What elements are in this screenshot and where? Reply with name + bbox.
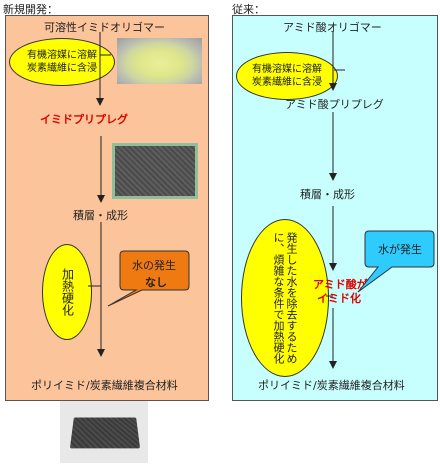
right-imidization-label: アミド酸が イミド化 (313, 278, 368, 306)
powder-photo (117, 38, 202, 84)
right-cure-ellipse: 発生した水を除去するために、煩雑な条件で加熱硬化 (241, 219, 329, 377)
right-imidization-line1: アミド酸が (313, 278, 368, 291)
right-water-callout-text: 水が発生 (378, 243, 422, 256)
left-product-label: ポリイミド/炭素繊維複合材料 (31, 379, 178, 392)
left-dissolve-line2: 炭素繊維に含浸 (27, 63, 97, 74)
right-dissolve-line1: 有機溶媒に溶解 (252, 64, 322, 75)
right-prepreg-label: アミド酸プリプレグ (285, 98, 384, 111)
left-water-callout-line1: 水の発生 (132, 259, 176, 272)
right-dissolve-line2: 炭素繊維に含浸 (252, 77, 322, 88)
right-imidization-line2: イミド化 (317, 292, 361, 305)
right-dissolve-ellipse: 有機溶媒に溶解 炭素繊維に含浸 (236, 52, 338, 100)
left-dissolve-line1: 有機溶媒に溶解 (27, 50, 97, 61)
header-conventional: 従来： (232, 3, 265, 16)
left-water-callout-line2: なし (145, 276, 167, 289)
left-cure-ellipse: 加熱硬化 (42, 244, 92, 340)
conventional-process-panel: アミド酸オリゴマー 有機溶媒に溶解 炭素繊維に含浸 アミド酸プリプレグ 積層・成… (232, 15, 438, 401)
right-water-callout-shape (357, 230, 435, 293)
right-cure-text: 発生した水を除去するために、煩雑な条件で加熱硬化 (272, 232, 298, 364)
header-new-development: 新規開発： (3, 3, 58, 16)
left-water-callout-shape (107, 250, 190, 307)
left-lamination-label: 積層・成形 (73, 209, 128, 222)
left-cure-text: 加熱硬化 (60, 268, 75, 316)
composite-panel-photo (60, 401, 148, 463)
right-title: アミド酸オリゴマー (283, 21, 382, 34)
left-prepreg-label: イミドプリプレグ (40, 113, 128, 126)
left-title: 可溶性イミドオリゴマー (44, 21, 165, 34)
prepreg-photo (112, 143, 198, 199)
left-dissolve-ellipse: 有機溶媒に溶解 炭素繊維に含浸 (9, 38, 115, 86)
right-product-label: ポリイミド/炭素繊維複合材料 (258, 379, 405, 392)
right-lamination-label: 積層・成形 (300, 188, 355, 201)
